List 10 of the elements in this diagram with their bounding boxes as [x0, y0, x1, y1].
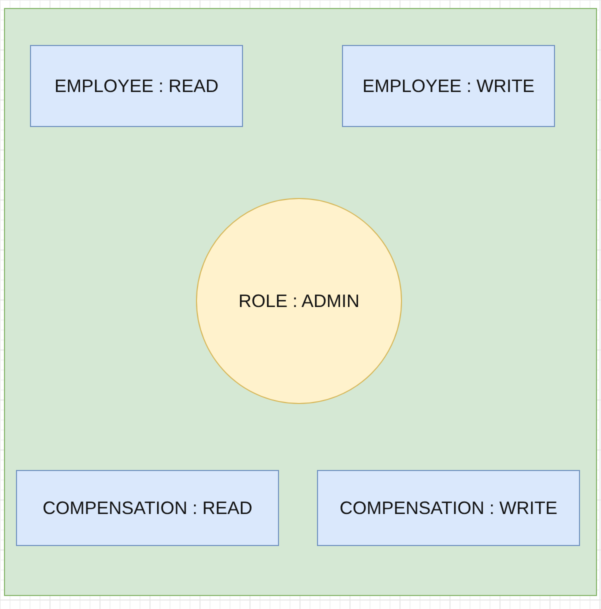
node-label: COMPENSATION : READ — [42, 498, 252, 518]
node-label: COMPENSATION : WRITE — [340, 498, 558, 518]
permission-box — [342, 45, 555, 127]
permission-box — [16, 470, 279, 546]
permission-box — [30, 45, 243, 127]
group-panel — [4, 8, 597, 596]
node-label: EMPLOYEE : WRITE — [362, 76, 535, 96]
node-label: EMPLOYEE : READ — [54, 76, 219, 96]
permission-box — [317, 470, 580, 546]
node-label: ROLE : ADMIN — [238, 290, 360, 312]
